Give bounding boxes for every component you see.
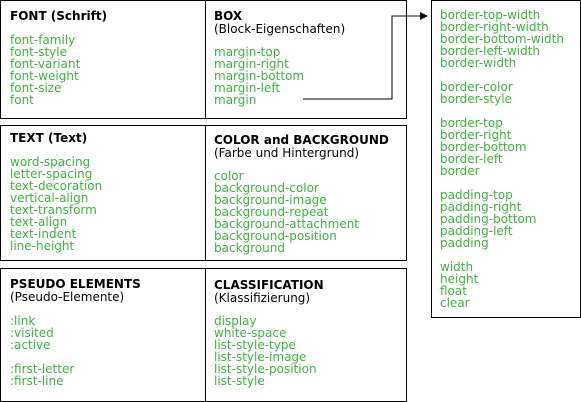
list-item: margin-bottom: [214, 69, 305, 83]
list-item: padding-top: [440, 188, 513, 202]
pseudo-subtitle: (Pseudo-Elemente): [10, 290, 125, 304]
list-item: margin-right: [214, 57, 289, 71]
list-item: border-left: [440, 152, 503, 166]
list-item: padding-right: [440, 200, 522, 214]
classification-box: [205, 268, 407, 402]
list-item: background-position: [214, 229, 337, 243]
list-item: border-bottom-width: [440, 32, 564, 46]
list-item: border-bottom: [440, 140, 527, 154]
list-item: padding-left: [440, 224, 513, 238]
text-box: [0, 125, 207, 261]
list-item: list-style: [214, 374, 265, 388]
list-item: border-right: [440, 128, 512, 142]
list-item: padding: [440, 236, 489, 250]
list-item: list-style-position: [214, 362, 317, 376]
list-item: font-family: [10, 33, 76, 47]
list-item: font: [10, 93, 34, 107]
list-item: margin-top: [214, 45, 281, 59]
box-detail-box: [431, 0, 581, 318]
list-item: text-indent: [10, 227, 77, 241]
list-item: font-style: [10, 45, 67, 59]
color-list: color background-color background-image …: [214, 170, 359, 254]
list-item: text-transform: [10, 203, 97, 217]
list-item: border-right-width: [440, 20, 549, 34]
list-item: border-left-width: [440, 44, 541, 58]
list-item: padding-bottom: [440, 212, 537, 226]
list-item: :visited: [10, 326, 54, 340]
text-list: word-spacing letter-spacing text-decorat…: [10, 156, 102, 252]
list-item: background-image: [214, 193, 327, 207]
list-item: :first-letter: [10, 362, 75, 376]
list-item: display: [214, 314, 257, 328]
list-item: font-weight: [10, 69, 79, 83]
list-item: border: [440, 164, 480, 178]
font-title: FONT (Schrift): [10, 9, 108, 23]
list-item: border-width: [440, 56, 517, 70]
pseudo-box: [0, 268, 207, 402]
font-box: [0, 0, 207, 119]
box-subtitle: (Block-Eigenschaften): [214, 22, 346, 36]
list-item: text-align: [10, 215, 68, 229]
box-detail-list: border-top-width border-right-width bord…: [440, 9, 564, 309]
list-item: margin: [214, 93, 257, 107]
list-item: line-height: [10, 239, 75, 253]
color-title: COLOR and BACKGROUND: [214, 133, 389, 147]
list-item: background-color: [214, 181, 319, 195]
list-item: :link: [10, 314, 36, 328]
list-item: border-style: [440, 92, 512, 106]
font-list: font-family font-style font-variant font…: [10, 34, 80, 106]
list-item: border-top-width: [440, 8, 541, 22]
list-item: background: [214, 241, 285, 255]
list-item: clear: [440, 296, 470, 310]
list-item: background-repeat: [214, 205, 329, 219]
list-item: font-size: [10, 81, 62, 95]
pseudo-list: :link :visited :active :first-letter :fi…: [10, 315, 74, 387]
color-box: [205, 125, 407, 261]
list-item: font-variant: [10, 57, 81, 71]
list-item: letter-spacing: [10, 167, 93, 181]
list-item: border-color: [440, 80, 513, 94]
list-item: text-decoration: [10, 179, 103, 193]
box-list: margin-top margin-right margin-bottom ma…: [214, 46, 304, 106]
list-item: color: [214, 169, 244, 183]
list-item: width: [440, 260, 474, 274]
pseudo-title: PSEUDO ELEMENTS: [10, 277, 141, 291]
color-subtitle: (Farbe und Hintergrund): [214, 146, 360, 160]
list-item: border-top: [440, 116, 503, 130]
list-item: word-spacing: [10, 155, 91, 169]
list-item: float: [440, 284, 467, 298]
list-item: white-space: [214, 326, 287, 340]
classification-title: CLASSIFICATION: [214, 278, 324, 292]
classification-list: display white-space list-style-type list…: [214, 315, 317, 387]
list-item: :first-line: [10, 374, 64, 388]
list-item: :active: [10, 338, 51, 352]
classification-subtitle: (Klassifizierung): [214, 291, 311, 305]
list-item: height: [440, 272, 479, 286]
box-title: BOX: [214, 9, 243, 23]
list-item: margin-left: [214, 81, 281, 95]
list-item: vertical-align: [10, 191, 89, 205]
text-title: TEXT (Text): [10, 131, 88, 145]
list-item: list-style-image: [214, 350, 307, 364]
list-item: background-attachment: [214, 217, 360, 231]
list-item: list-style-type: [214, 338, 296, 352]
